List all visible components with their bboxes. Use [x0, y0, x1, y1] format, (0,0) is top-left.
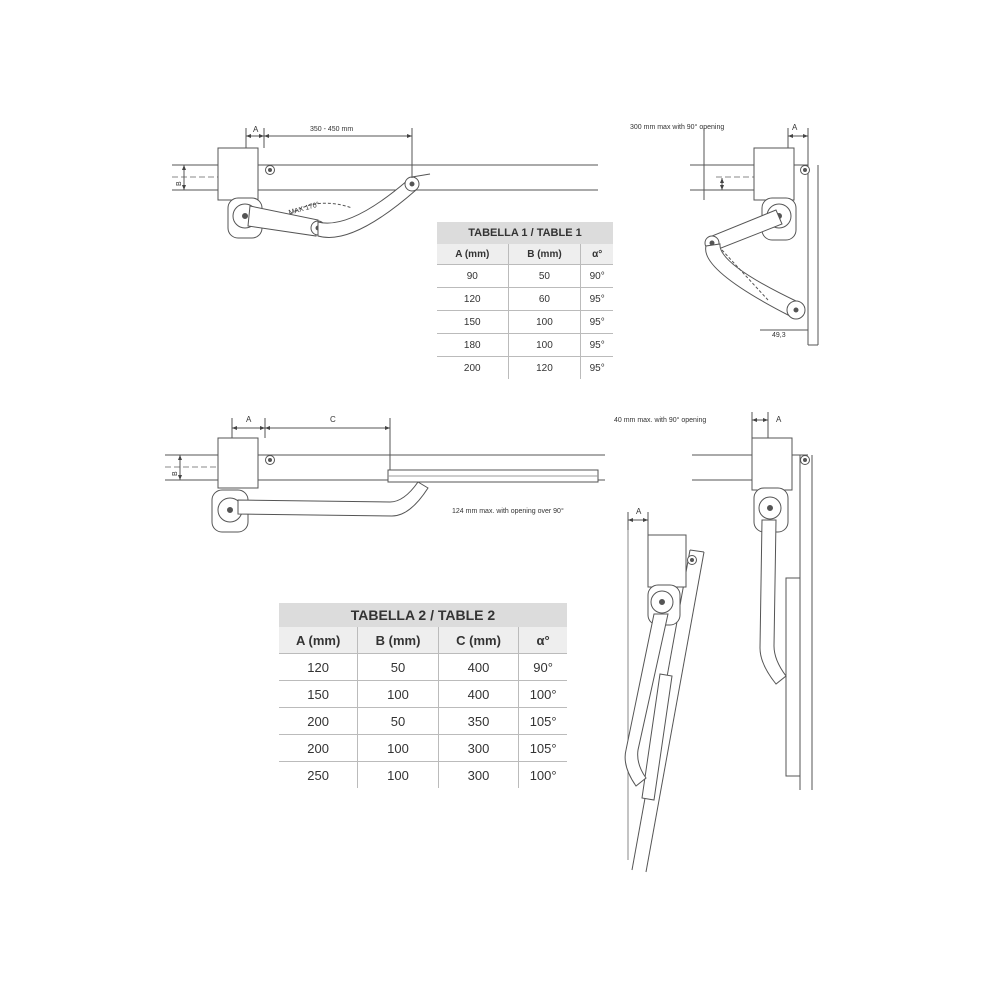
- table-2-header: A (mm): [279, 627, 358, 654]
- table-cell: 250: [279, 761, 358, 788]
- table-cell: 120: [437, 287, 509, 311]
- table-2-header: B (mm): [357, 627, 439, 654]
- table-cell: 100°: [518, 761, 567, 788]
- d2-dim-value-label: 49,3: [772, 332, 786, 339]
- table-cell: 100: [357, 734, 439, 762]
- d4-note-label: 40 mm max. with 90° opening: [614, 417, 707, 424]
- table-cell: 300: [437, 761, 519, 788]
- table-cell: 90: [437, 264, 509, 288]
- table-row: 150 100 95°: [437, 310, 613, 334]
- table-1-header: A (mm): [437, 244, 509, 265]
- table-cell: 95°: [580, 333, 613, 357]
- table-row: 120 60 95°: [437, 287, 613, 311]
- d3-dim-c-label: C: [330, 415, 336, 424]
- table-cell: 120: [507, 356, 581, 379]
- d4-dim-a-label: A: [776, 415, 782, 424]
- table-cell: 105°: [518, 707, 567, 735]
- table-cell: 100: [507, 333, 581, 357]
- table-cell: 90°: [580, 264, 613, 288]
- d3-dim-b-label: B: [172, 471, 179, 476]
- table-cell: 50: [507, 264, 581, 288]
- table-cell: 200: [279, 707, 358, 735]
- table-cell: 100: [357, 680, 439, 708]
- table-cell: 95°: [580, 287, 613, 311]
- table-1-title: TABELLA 1 / TABLE 1: [437, 222, 613, 244]
- d1-dim-a-label: A: [253, 125, 259, 134]
- table-1-header: α°: [580, 244, 613, 265]
- table-1-header: B (mm): [507, 244, 581, 265]
- diagram-sliding-arm-90-opening: [692, 412, 813, 790]
- table-cell: 50: [357, 653, 439, 681]
- table-2-title: TABELLA 2 / TABLE 2: [279, 603, 567, 627]
- table-row: 90 50 90°: [437, 264, 613, 288]
- diagram-arm-90-opening: [690, 128, 819, 346]
- table-2: TABELLA 2 / TABLE 2 A (mm) B (mm) C (mm)…: [279, 603, 567, 788]
- table-cell: 200: [437, 356, 509, 379]
- d2-dim-a-label: A: [792, 123, 798, 132]
- diagram-sliding-arm-over-90-opening: [624, 512, 705, 873]
- table-cell: 105°: [518, 734, 567, 762]
- d2-note-label: 300 mm max with 90° opening: [630, 124, 725, 131]
- table-cell: 400: [437, 680, 519, 708]
- table-cell: 90°: [518, 653, 567, 681]
- table-cell: 95°: [580, 310, 613, 334]
- table-row: 200 120 95°: [437, 356, 613, 379]
- d3-dim-a-label: A: [246, 415, 252, 424]
- table-row: 150 100 400 100°: [279, 680, 567, 708]
- table-cell: 100: [357, 761, 439, 788]
- table-2-header: C (mm): [437, 627, 519, 654]
- table-row: 180 100 95°: [437, 333, 613, 357]
- d1-dim-range-label: 350 - 450 mm: [310, 126, 354, 133]
- table-row: 200 50 350 105°: [279, 707, 567, 735]
- table-cell: 120: [279, 653, 358, 681]
- d5-note-label: 124 mm max. with opening over 90°: [452, 508, 564, 515]
- table-2-header: α°: [518, 627, 567, 654]
- diagram-sliding-arm: [165, 418, 605, 533]
- table-cell: 100°: [518, 680, 567, 708]
- table-cell: 180: [437, 333, 509, 357]
- table-cell: 100: [507, 310, 581, 334]
- table-1: TABELLA 1 / TABLE 1 A (mm) B (mm) α° 90 …: [437, 222, 613, 379]
- table-cell: 60: [507, 287, 581, 311]
- d5-dim-a-label: A: [636, 507, 642, 516]
- table-cell: 300: [437, 734, 519, 762]
- diagram-articulated-arm-standard: [172, 128, 598, 239]
- table-cell: 200: [279, 734, 358, 762]
- table-row: 250 100 300 100°: [279, 761, 567, 788]
- table-cell: 400: [437, 653, 519, 681]
- table-row: 120 50 400 90°: [279, 653, 567, 681]
- table-row: 200 100 300 105°: [279, 734, 567, 762]
- d1-dim-b-label: B: [176, 181, 183, 186]
- table-cell: 150: [279, 680, 358, 708]
- table-cell: 95°: [580, 356, 613, 379]
- table-cell: 150: [437, 310, 509, 334]
- table-cell: 350: [437, 707, 519, 735]
- table-cell: 50: [357, 707, 439, 735]
